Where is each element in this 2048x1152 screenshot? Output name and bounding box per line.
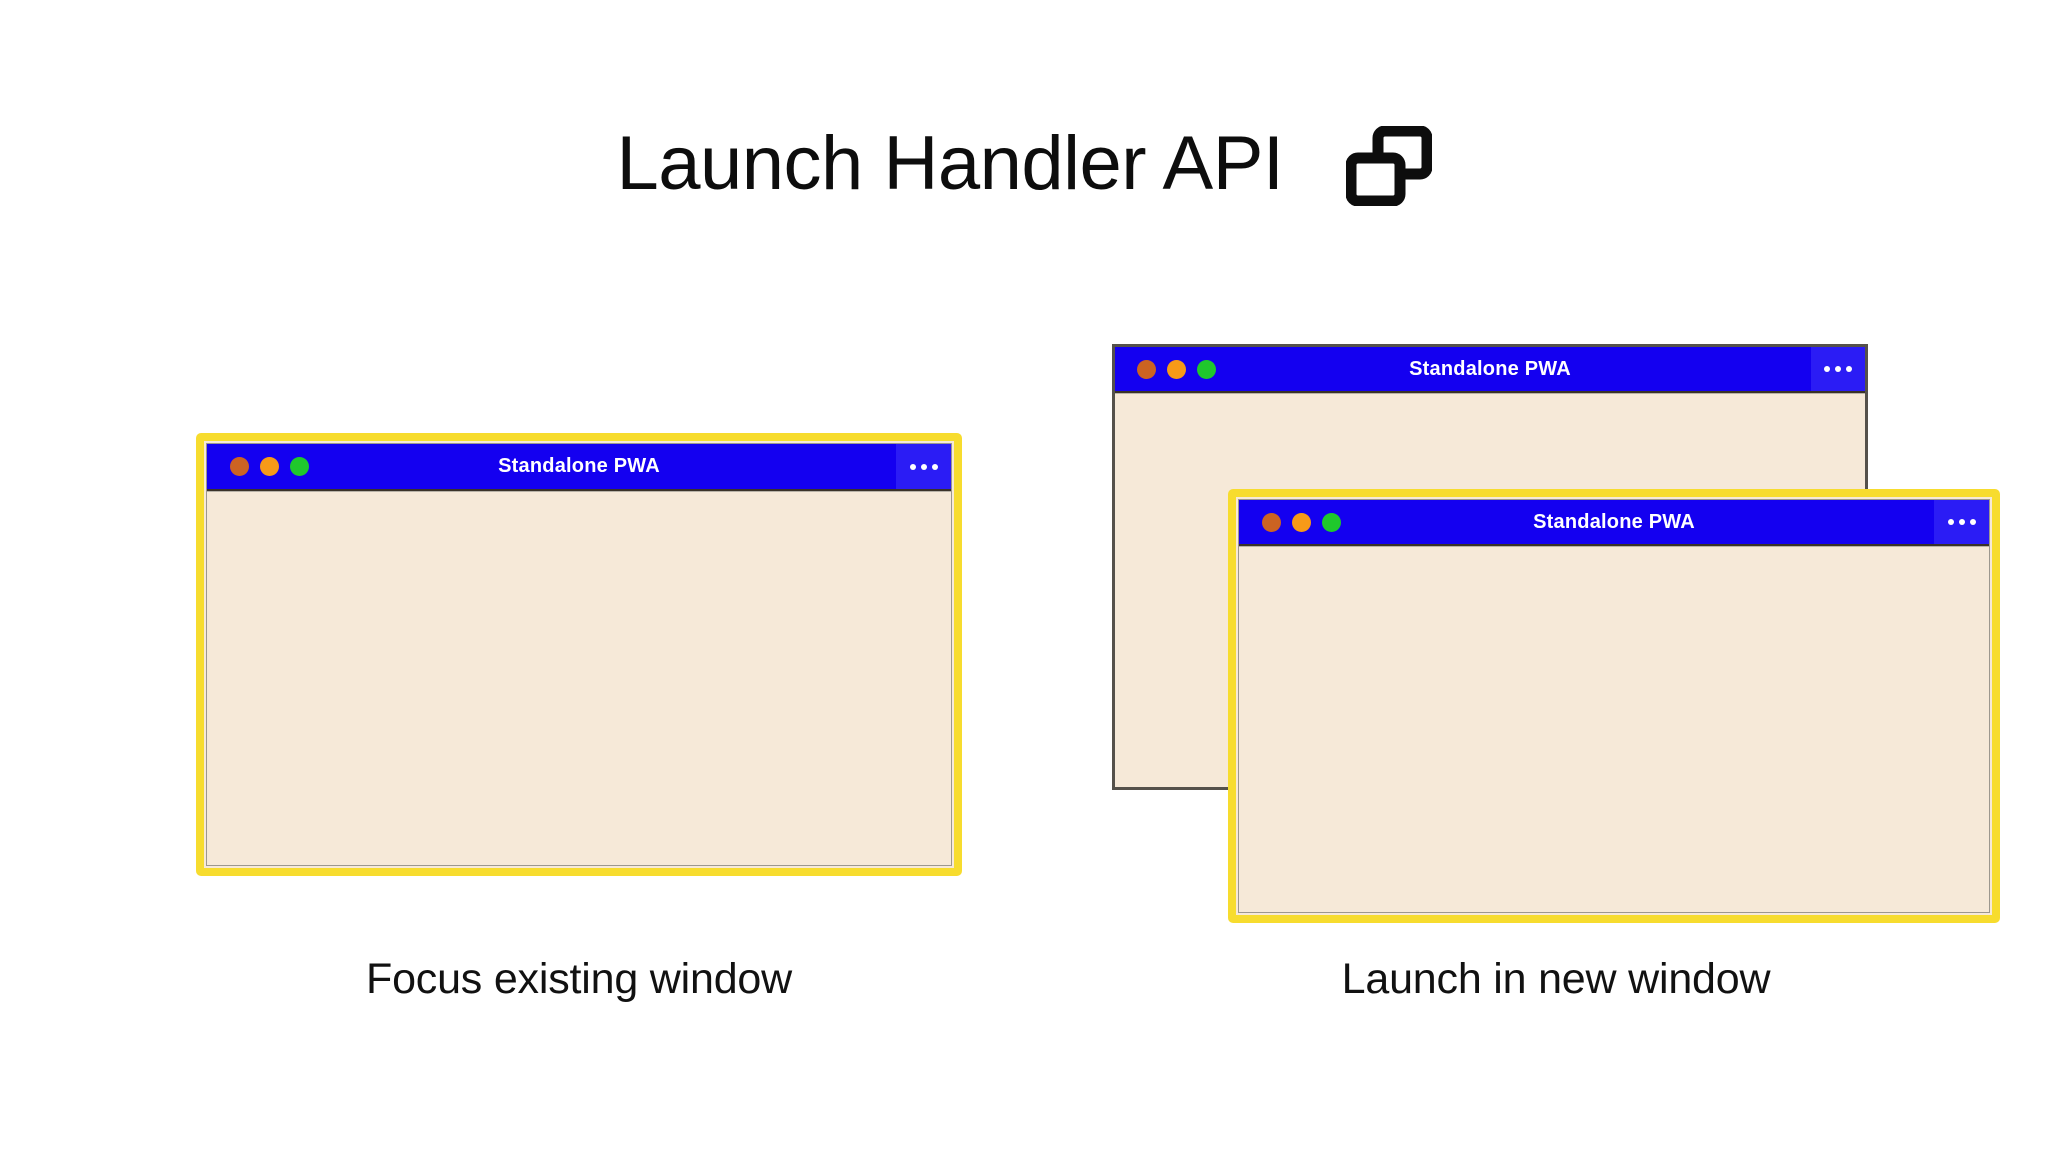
caption-launch-in-new-window: Launch in new window xyxy=(1341,955,1771,1003)
close-dot-icon[interactable] xyxy=(1137,359,1156,379)
maximize-dot-icon[interactable] xyxy=(1197,359,1216,379)
menu-dot-1-icon xyxy=(1947,519,1954,525)
minimize-dot-icon[interactable] xyxy=(1292,512,1311,532)
window-frame: Standalone PWA xyxy=(206,443,952,866)
overflow-menu-button[interactable] xyxy=(1811,347,1865,391)
close-dot-icon[interactable] xyxy=(230,457,249,476)
menu-dot-2-icon xyxy=(1958,519,1965,525)
maximize-dot-icon[interactable] xyxy=(1322,512,1341,532)
window-title: Standalone PWA xyxy=(1533,510,1695,533)
window-title: Standalone PWA xyxy=(1409,357,1571,380)
traffic-light-controls[interactable] xyxy=(230,457,309,476)
pwa-window-focus-existing[interactable]: Standalone PWA xyxy=(196,433,962,876)
two-windows-icon xyxy=(1345,126,1432,206)
window-titlebar[interactable]: Standalone PWA xyxy=(207,444,951,491)
menu-dot-3-icon xyxy=(1969,519,1976,525)
traffic-light-controls[interactable] xyxy=(1137,359,1216,379)
traffic-light-controls[interactable] xyxy=(1262,512,1341,532)
window-content-area[interactable] xyxy=(1239,546,1989,912)
overflow-menu-button[interactable] xyxy=(1934,500,1989,544)
minimize-dot-icon[interactable] xyxy=(1167,359,1186,379)
pwa-window-newly-launched[interactable]: Standalone PWA xyxy=(1228,489,2000,923)
window-titlebar[interactable]: Standalone PWA xyxy=(1115,347,1865,393)
close-dot-icon[interactable] xyxy=(1262,512,1281,532)
window-content-area[interactable] xyxy=(207,491,951,865)
menu-dot-2-icon xyxy=(1835,366,1841,372)
menu-dot-1-icon xyxy=(909,463,916,470)
window-titlebar[interactable]: Standalone PWA xyxy=(1239,500,1989,546)
menu-dot-3-icon xyxy=(1846,366,1852,372)
maximize-dot-icon[interactable] xyxy=(290,457,309,476)
page-title: Launch Handler API xyxy=(616,121,1284,207)
caption-focus-existing-window: Focus existing window xyxy=(366,955,792,1003)
menu-dot-2-icon xyxy=(920,463,927,470)
page-header: Launch Handler API xyxy=(0,122,2048,206)
window-frame: Standalone PWA xyxy=(1238,499,1990,913)
menu-dot-3-icon xyxy=(931,463,938,470)
minimize-dot-icon[interactable] xyxy=(260,457,279,476)
window-title: Standalone PWA xyxy=(498,455,660,477)
menu-dot-1-icon xyxy=(1824,366,1830,372)
overflow-menu-button[interactable] xyxy=(896,444,951,489)
